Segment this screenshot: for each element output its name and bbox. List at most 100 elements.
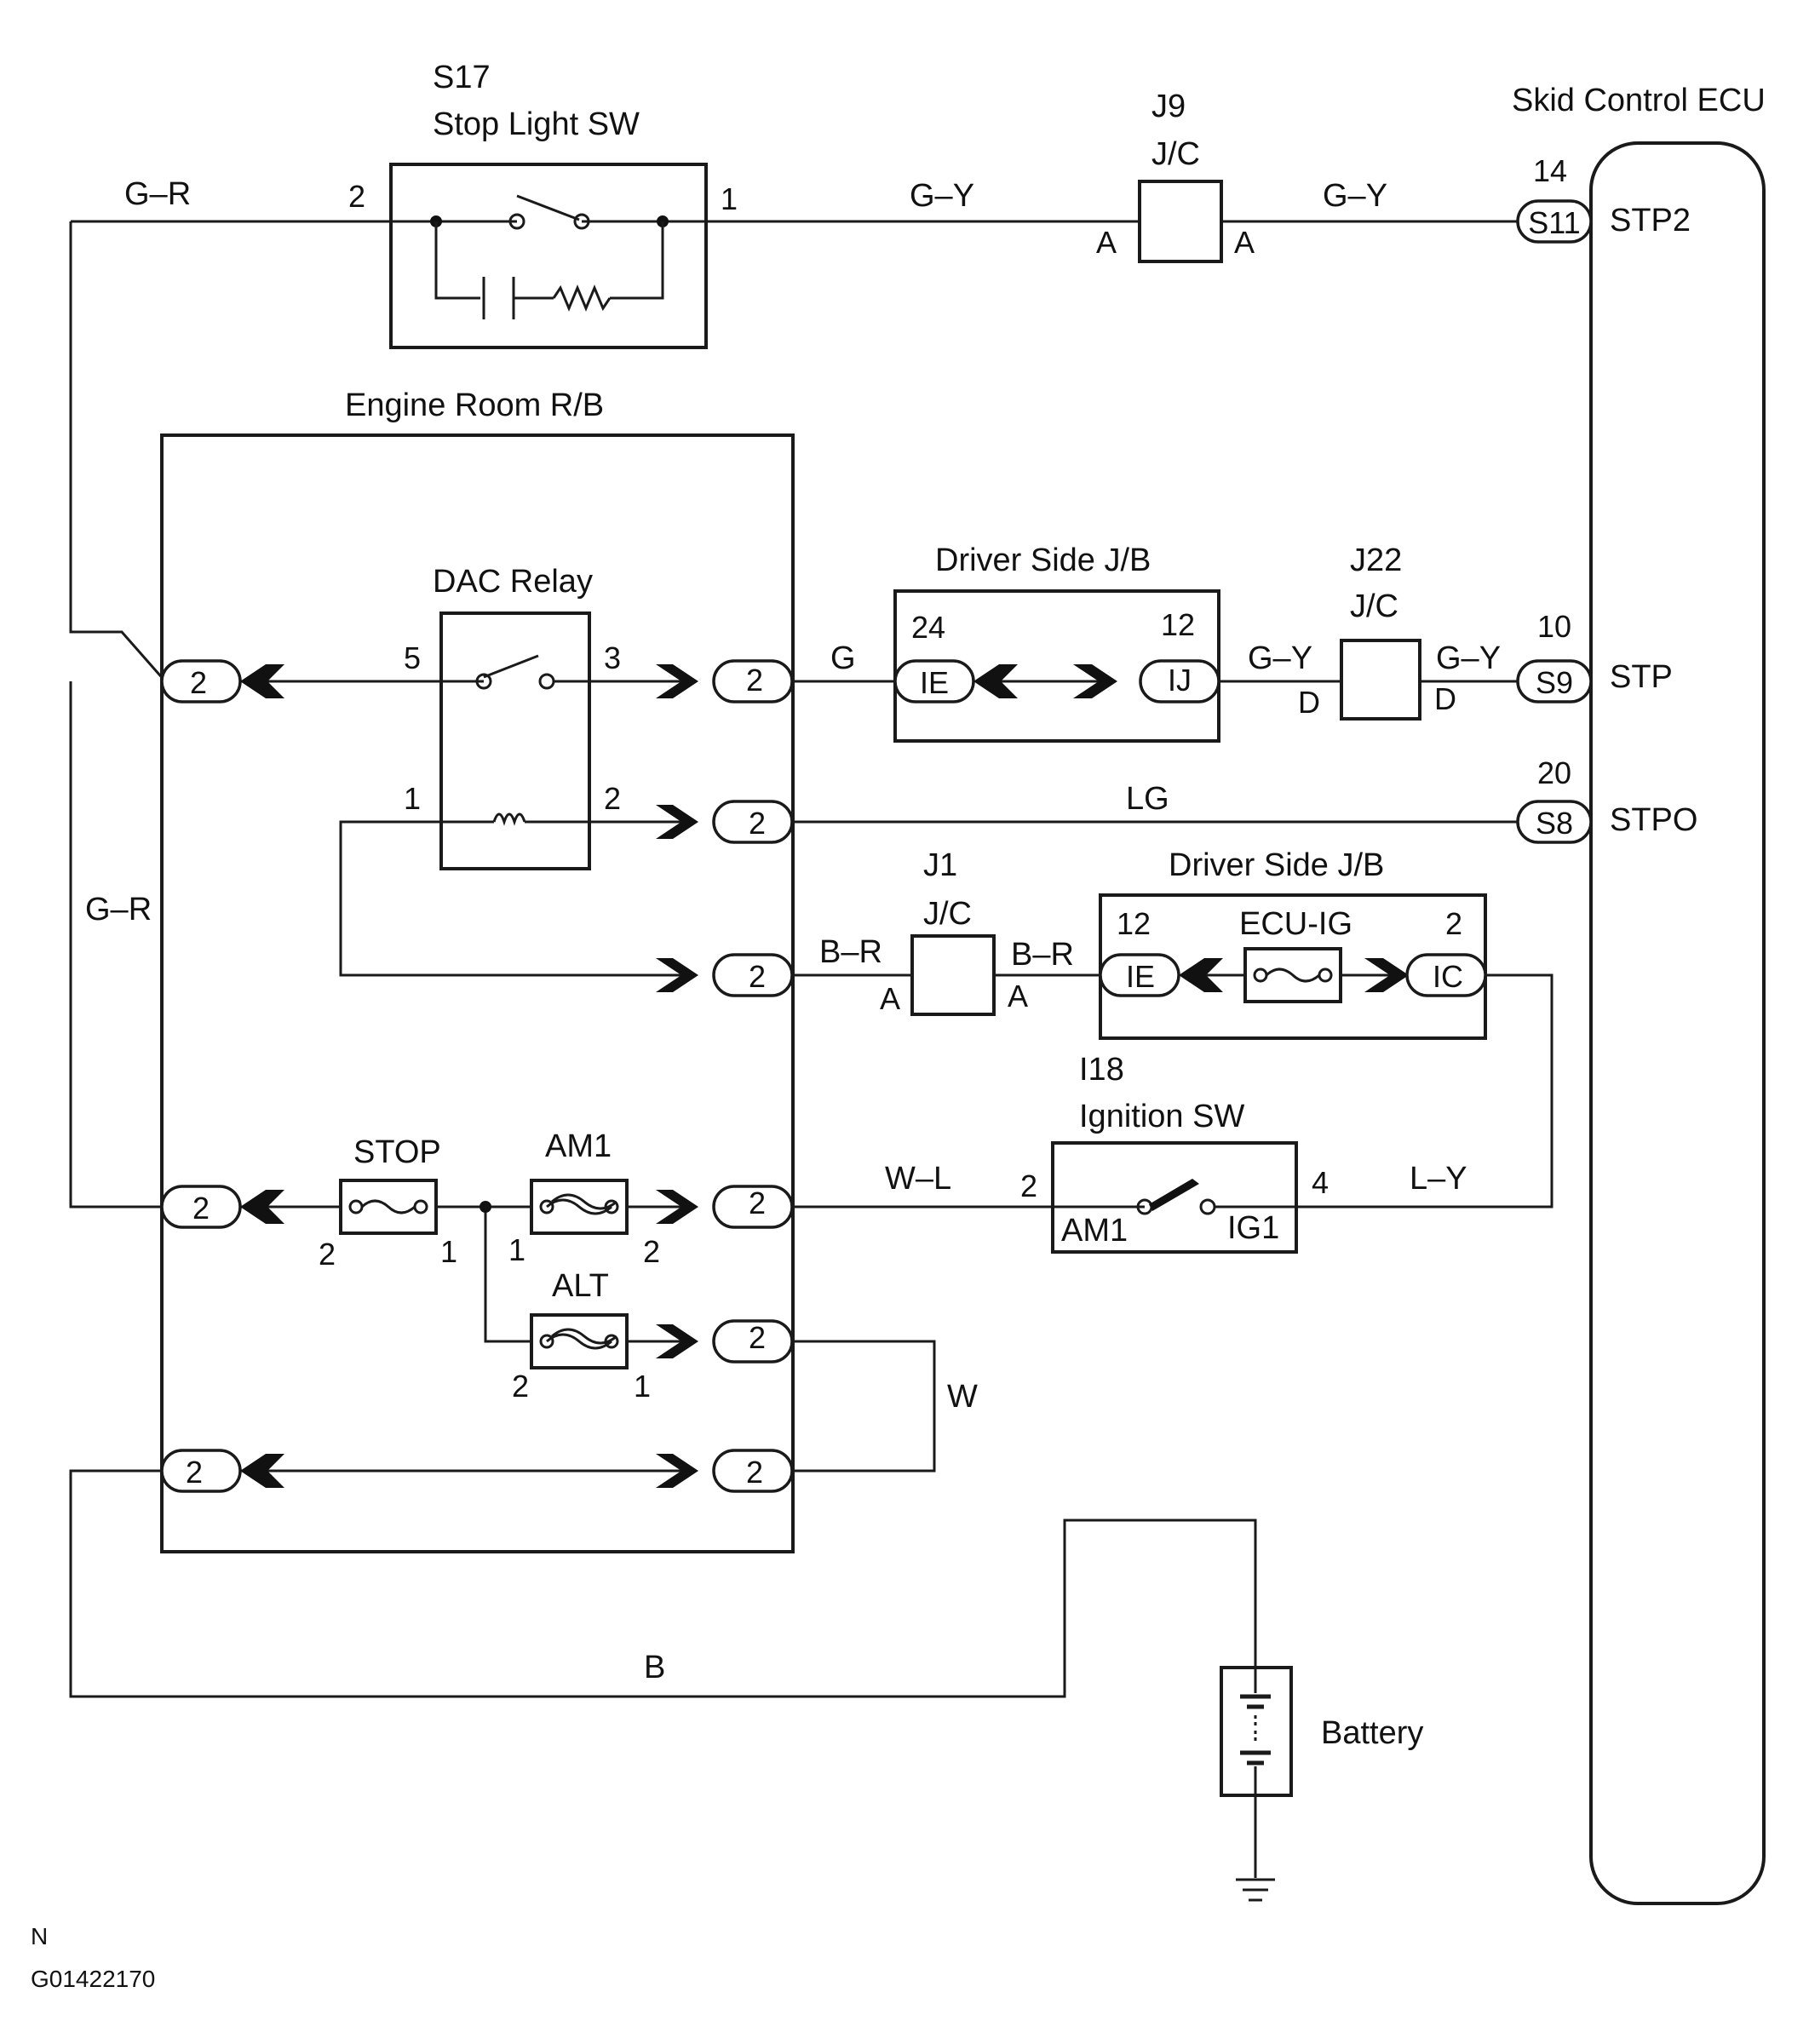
am1-fuse-pin-left: 1 xyxy=(508,1232,525,1267)
rb-conn-right-6: 2 xyxy=(656,1449,794,1493)
j1-pin-left: A xyxy=(880,981,900,1016)
ignition-sw-pin-2: 2 xyxy=(1020,1168,1037,1203)
ignition-sw-pin-4: 4 xyxy=(1312,1165,1329,1200)
alt-fuse-element xyxy=(546,1328,617,1350)
engine-room-rb-name: Engine Room R/B xyxy=(345,388,604,423)
j9-code: J9 xyxy=(1151,89,1186,124)
wire-label-g-y-4: G–Y xyxy=(1436,640,1501,676)
ecu-conn-s8-label: S8 xyxy=(1536,806,1573,841)
driver-jb-top-arrow-left xyxy=(973,664,1018,698)
ignition-sw-box xyxy=(1051,1141,1298,1254)
svg-text:2: 2 xyxy=(746,1455,763,1490)
stop-light-sw-name: Stop Light SW xyxy=(433,106,640,142)
j22-code: J22 xyxy=(1350,543,1402,578)
svg-text:2: 2 xyxy=(749,959,766,994)
wires xyxy=(69,220,1553,1878)
driver-jb-top-pin-24: 24 xyxy=(911,610,945,645)
wire-label-b-r-1: B–R xyxy=(819,934,882,970)
am1-fuse-name: AM1 xyxy=(545,1128,612,1164)
wire-label-l-y: L–Y xyxy=(1410,1161,1467,1197)
svg-text:2: 2 xyxy=(749,1186,766,1220)
j22-name: J/C xyxy=(1350,589,1398,624)
stop-light-switch: S17 Stop Light SW 2 1 xyxy=(348,60,738,349)
wire-g-r xyxy=(69,221,167,682)
dac-relay-name: DAC Relay xyxy=(433,564,593,600)
j1-junction: J1 J/C A A xyxy=(880,847,1028,1016)
wire-label-g-y-2: G–Y xyxy=(1323,178,1387,214)
driver-side-jb-bottom: Driver Side J/B 12 2 ECU-IG IE IC xyxy=(1099,847,1487,1040)
driver-jb-bottom-conn-ic xyxy=(1405,953,1487,997)
j9-name: J/C xyxy=(1151,136,1200,172)
j22-junction: J22 J/C D D xyxy=(1298,543,1456,721)
stop-fuse-element xyxy=(360,1199,416,1214)
driver-side-jb-top: Driver Side J/B 24 12 IE IJ xyxy=(893,543,1220,743)
j22-pin-left: D xyxy=(1298,685,1320,720)
relay-blade xyxy=(483,654,539,679)
am1-fuse-element xyxy=(546,1193,617,1215)
wire-w xyxy=(792,1340,936,1473)
driver-jb-top-conn-ij xyxy=(1139,659,1220,703)
alt-fuse-box xyxy=(530,1313,629,1369)
driver-jb-top-pin-12: 12 xyxy=(1161,607,1195,642)
ecu-signal-stpo: STPO xyxy=(1610,802,1697,838)
driver-jb-top-box xyxy=(893,589,1220,743)
dac-relay-pin-3: 3 xyxy=(604,640,621,675)
sw-blade xyxy=(516,194,580,221)
wire-label-g-r-left: G–R xyxy=(85,892,152,927)
ignition-sw-name: Ignition SW xyxy=(1079,1099,1244,1134)
svg-text:IJ: IJ xyxy=(1168,663,1192,698)
ecu-conn-s11 xyxy=(1516,199,1593,244)
wire-label-g-y-1: G–Y xyxy=(910,178,974,214)
rb-conn-left-3: 2 xyxy=(160,1449,284,1493)
skid-control-ecu: Skid Control ECU 14 S11 STP2 10 S9 STP 2… xyxy=(1512,83,1766,1905)
svg-text:IE: IE xyxy=(920,665,949,700)
rb-conn-right-1: 2 xyxy=(656,659,794,703)
wire-labels: G–R G–R G–Y G–Y G G–Y G–Y LG B–R B–R W–L… xyxy=(85,176,1501,1685)
wire-label-g-r-top: G–R xyxy=(124,176,191,212)
j22-box xyxy=(1340,639,1421,721)
relay-contact-left xyxy=(475,673,492,690)
j1-code: J1 xyxy=(923,847,957,883)
svg-text:IC: IC xyxy=(1433,959,1463,994)
ecu-conn-s8 xyxy=(1516,800,1593,844)
relay-coil-icon xyxy=(492,812,526,826)
stop-light-sw-pin-left: 2 xyxy=(348,179,365,214)
ignition-switch: I18 Ignition SW 2 4 AM1 IG1 xyxy=(1020,1052,1329,1254)
svg-text:IE: IE xyxy=(1126,959,1155,994)
rb-conn-left-2: 2 xyxy=(160,1185,284,1229)
rb-conn-left-1: 2 xyxy=(160,659,284,703)
ecu-conn-s11-label: S11 xyxy=(1528,205,1580,240)
j22-pin-right: D xyxy=(1434,681,1456,716)
wire-label-b: B xyxy=(644,1650,665,1685)
ignition-contact-right xyxy=(1199,1198,1216,1215)
stop-light-sw-box xyxy=(389,163,708,349)
ecu-conn-s9-label: S9 xyxy=(1536,665,1573,700)
wire-alt-branch xyxy=(484,1207,531,1343)
am1-fuse: AM1 1 2 xyxy=(508,1128,660,1269)
driver-jb-bottom-pin-2: 2 xyxy=(1445,906,1462,941)
j9-box xyxy=(1138,180,1223,263)
fuse-junction-dot xyxy=(480,1201,491,1213)
ignition-key-icon xyxy=(1149,1179,1199,1211)
wire-label-g: G xyxy=(830,640,856,676)
dac-relay-pin-2: 2 xyxy=(604,781,621,816)
wire-ecu-ig-out xyxy=(1296,973,1553,1209)
stop-fuse: STOP 2 1 xyxy=(319,1134,457,1272)
ecu-pin-20: 20 xyxy=(1537,755,1571,790)
engine-room-relay-block: Engine Room R/B 2 2 2 2 2 xyxy=(160,388,795,1553)
svg-text:2: 2 xyxy=(190,665,207,700)
am1-fuse-box xyxy=(530,1179,629,1235)
dac-relay-box xyxy=(439,611,591,870)
sw-parallel-return xyxy=(610,221,664,300)
sw-contact-right xyxy=(573,213,590,230)
sw-contact-left xyxy=(508,213,525,230)
ecu-ig-fuse-name: ECU-IG xyxy=(1239,906,1352,942)
engine-room-rb-box xyxy=(160,433,795,1553)
dac-relay-pin-1: 1 xyxy=(404,781,421,816)
j9-junction: J9 J/C A A xyxy=(1096,89,1255,263)
resistor-zigzag xyxy=(552,284,612,312)
svg-text:2: 2 xyxy=(749,1320,766,1355)
svg-text:2: 2 xyxy=(192,1191,210,1226)
driver-jb-bottom-box xyxy=(1099,893,1487,1040)
